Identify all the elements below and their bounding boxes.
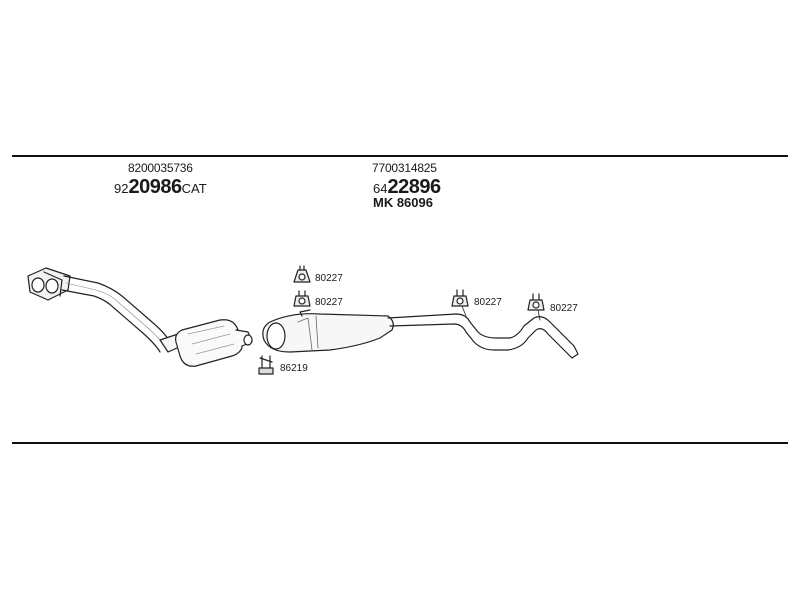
clamp-label: 86219	[280, 363, 308, 374]
clamp-icon	[258, 355, 274, 375]
rear-section-part-number: 7700314825	[372, 161, 437, 175]
silencer-icon	[262, 309, 394, 353]
bottom-divider	[12, 442, 788, 444]
mounting-kit-code: MK 86096	[373, 195, 433, 210]
catalytic-converter-icon	[159, 319, 253, 367]
catalyst-code: 9220986CAT	[114, 177, 207, 197]
tail-pipe	[387, 313, 579, 359]
front-pipe	[61, 275, 171, 353]
top-divider	[12, 155, 788, 157]
front-pipe-part-number: 8200035736	[128, 161, 193, 175]
rear-section-code: 6422896	[373, 177, 441, 197]
manifold-flange-icon	[27, 267, 71, 301]
hanger-label-4: 80227	[550, 303, 578, 314]
hanger-3-icon	[451, 289, 469, 317]
hanger-2-icon	[293, 290, 311, 307]
hanger-label-2: 80227	[315, 297, 343, 308]
rear-section-code-main: 22896	[387, 176, 441, 198]
hanger-1-icon	[293, 265, 311, 283]
hanger-label-3: 80227	[474, 297, 502, 308]
catalyst-code-prefix: 92	[114, 181, 129, 196]
hanger-label-1: 80227	[315, 273, 343, 284]
rear-section-code-prefix: 64	[373, 181, 388, 196]
catalyst-code-suffix: CAT	[181, 181, 207, 196]
catalyst-code-main: 20986	[128, 176, 182, 198]
hanger-4-icon	[527, 293, 545, 321]
